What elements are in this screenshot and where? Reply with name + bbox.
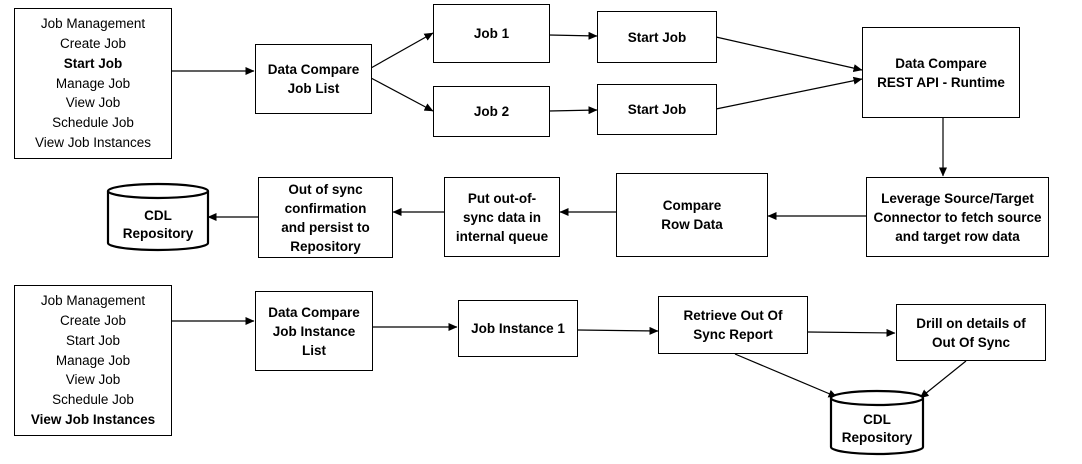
leverage-connector-label: Leverage Source/Target Connector to fetc… xyxy=(873,190,1042,244)
arrow-job-list-to-job2 xyxy=(370,77,434,112)
out-of-sync-confirmation-label: Out of sync confirmation and persist to … xyxy=(281,181,370,254)
menu-item-view-job[interactable]: View Job xyxy=(65,372,121,388)
rest-api-runtime-node[interactable]: Data Compare REST API - Runtime xyxy=(862,27,1020,118)
menu-item-create-job[interactable]: Create Job xyxy=(59,313,127,328)
menu-item-schedule-job[interactable]: Schedule Job xyxy=(52,115,134,131)
job2-label: Job 2 xyxy=(473,104,510,119)
menu-item-view-job-instances[interactable]: View Job Instances xyxy=(30,411,156,427)
start-job-1-label: Start Job xyxy=(627,29,687,45)
menu-item-schedule-job[interactable]: Schedule Job xyxy=(52,392,134,408)
data-compare-job-list-label: Data Compare Job List xyxy=(267,62,360,96)
cdl-repository-top-label: CDL Repository xyxy=(122,208,194,241)
leverage-connector-node[interactable]: Leverage Source/Target Connector to fetc… xyxy=(866,177,1049,257)
out-of-sync-confirmation-node[interactable]: Out of sync confirmation and persist to … xyxy=(258,177,393,258)
menu-item-manage-job[interactable]: Manage Job xyxy=(55,352,131,368)
arrow-report-to-cdl xyxy=(734,353,838,398)
job-instance-list-label: Data Compare Job Instance List xyxy=(268,304,360,358)
compare-row-data-label: Compare Row Data xyxy=(661,198,723,232)
cdl-repository-bottom-shape xyxy=(829,389,925,456)
arrow-drill-to-cdl xyxy=(919,360,967,399)
menu-item-job-management[interactable]: Job Management xyxy=(40,293,146,309)
drill-details-node[interactable]: Drill on details of Out Of Sync xyxy=(896,304,1046,361)
menu-item-start-job[interactable]: Start Job xyxy=(65,332,121,348)
arrow-job-list-to-job1 xyxy=(370,32,434,69)
start-job-1-node[interactable]: Start Job xyxy=(597,11,717,63)
menu-item-view-job-instances[interactable]: View Job Instances xyxy=(34,134,152,150)
arrow-instance1-to-report xyxy=(577,326,659,335)
menu-item-job-management[interactable]: Job Management xyxy=(40,16,146,32)
job-instance-list-node[interactable]: Data Compare Job Instance List xyxy=(255,291,373,371)
put-queue-node[interactable]: Put out-of- sync data in internal queue xyxy=(444,177,560,257)
drill-details-label: Drill on details of Out Of Sync xyxy=(916,315,1026,350)
arrow-report-to-drill xyxy=(807,328,896,337)
arrow-start-job1-to-rest-api xyxy=(715,36,863,73)
cdl-repository-top[interactable]: CDL Repository xyxy=(106,184,210,252)
arrow-job2-to-start-job xyxy=(548,106,598,115)
menu-item-view-job[interactable]: View Job xyxy=(65,95,121,111)
put-queue-label: Put out-of- sync data in internal queue xyxy=(455,190,549,244)
start-job-2-label: Start Job xyxy=(627,102,687,117)
job2-node[interactable]: Job 2 xyxy=(433,86,550,137)
compare-row-data-node[interactable]: Compare Row Data xyxy=(616,173,768,257)
retrieve-report-node[interactable]: Retrieve Out Of Sync Report xyxy=(658,296,808,354)
job-instance-1-node[interactable]: Job Instance 1 xyxy=(458,300,578,357)
retrieve-report-label: Retrieve Out Of Sync Report xyxy=(683,308,783,342)
job-instance-1-label: Job Instance 1 xyxy=(471,321,565,336)
cdl-repository-bottom[interactable]: CDL Repository xyxy=(829,391,925,455)
start-job-2-node[interactable]: Start Job xyxy=(597,84,717,135)
menu-item-manage-job[interactable]: Manage Job xyxy=(55,75,131,91)
data-compare-job-list-node[interactable]: Data Compare Job List xyxy=(255,44,372,114)
cdl-repository-bottom-label: CDL Repository xyxy=(841,412,913,445)
job1-label: Job 1 xyxy=(473,26,510,41)
menu-item-create-job[interactable]: Create Job xyxy=(59,36,127,51)
arrow-start-job2-to-rest-api xyxy=(715,76,863,110)
arrow-job1-to-start-job xyxy=(548,31,598,40)
rest-api-runtime-label: Data Compare REST API - Runtime xyxy=(877,55,1005,90)
cdl-repository-top-shape xyxy=(106,182,210,252)
menu-item-start-job[interactable]: Start Job xyxy=(63,55,123,71)
job1-node[interactable]: Job 1 xyxy=(433,4,550,63)
